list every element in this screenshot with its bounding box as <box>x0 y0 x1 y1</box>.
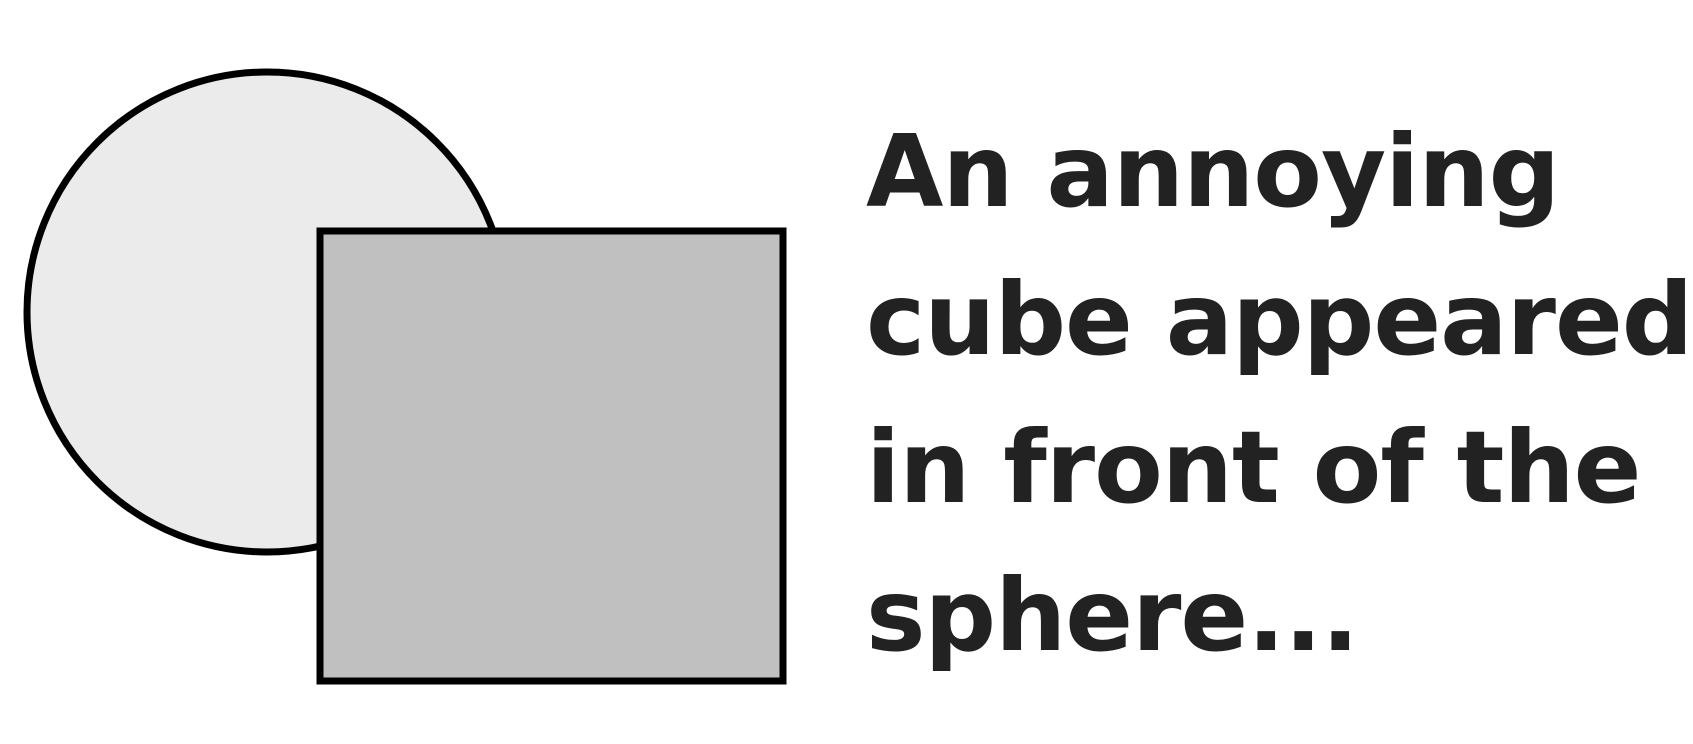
caption-text: An annoying cube appeared in front of th… <box>866 98 1693 690</box>
caption-line-4: sphere... <box>866 557 1359 674</box>
caption-line-2: cube appeared <box>866 261 1693 378</box>
caption-line-3: in front of the <box>866 409 1641 526</box>
cube-square <box>316 227 787 685</box>
caption-line-1: An annoying <box>866 113 1560 230</box>
